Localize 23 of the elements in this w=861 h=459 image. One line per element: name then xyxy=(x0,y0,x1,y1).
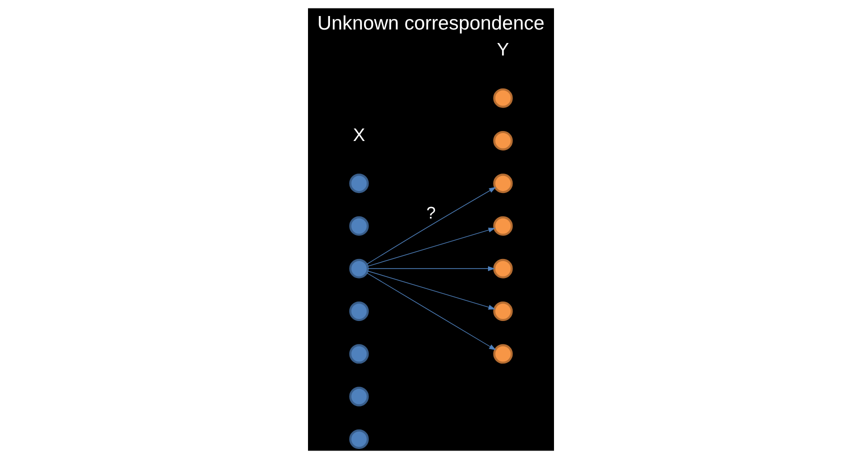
node-circle xyxy=(492,130,512,151)
node-circle xyxy=(348,258,368,278)
arrow xyxy=(366,266,494,272)
node-circle xyxy=(348,344,368,364)
node-circle xyxy=(492,88,512,108)
label: Y xyxy=(496,40,509,60)
node-circle xyxy=(348,301,368,322)
node-circle xyxy=(492,344,512,364)
edge-label: ? xyxy=(426,203,436,222)
arrow xyxy=(366,228,495,267)
diagram-title: Unknown correspondence xyxy=(316,12,544,35)
node-circle xyxy=(348,386,368,406)
node-circle xyxy=(492,301,512,322)
label: X xyxy=(352,124,365,145)
node-circle xyxy=(348,429,368,449)
arrow xyxy=(366,270,495,310)
node-circle xyxy=(348,174,368,194)
node-circle xyxy=(348,216,368,236)
node-circle xyxy=(492,216,512,236)
node-circle xyxy=(492,174,512,194)
arrow xyxy=(366,272,496,350)
node-circle xyxy=(492,258,512,278)
arrow xyxy=(366,187,496,265)
